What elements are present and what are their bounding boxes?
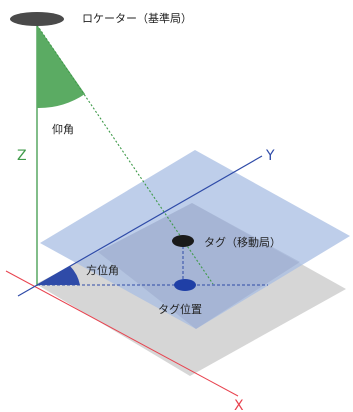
tag-label: タグ（移動局） xyxy=(204,235,281,249)
x-axis-line xyxy=(5,270,239,397)
axis-x-label: X xyxy=(234,398,244,412)
tag-position-marker xyxy=(174,279,196,291)
tag-marker xyxy=(172,235,194,247)
azimuth-label: 方位角 xyxy=(86,263,119,277)
axis-y-label: Y xyxy=(265,148,275,164)
elevation-angle-wedge xyxy=(37,25,85,109)
plane-overlap xyxy=(98,203,300,329)
locator-disc xyxy=(10,12,64,26)
elevation-label: 仰角 xyxy=(52,122,74,136)
tag-height-plane xyxy=(40,150,350,329)
axis-z-label: Z xyxy=(17,148,27,164)
azimuth-angle-wedge xyxy=(37,266,80,285)
tag-position-label: タグ位置 xyxy=(158,302,202,316)
locator-label: ロケーター（基準局） xyxy=(82,11,192,25)
